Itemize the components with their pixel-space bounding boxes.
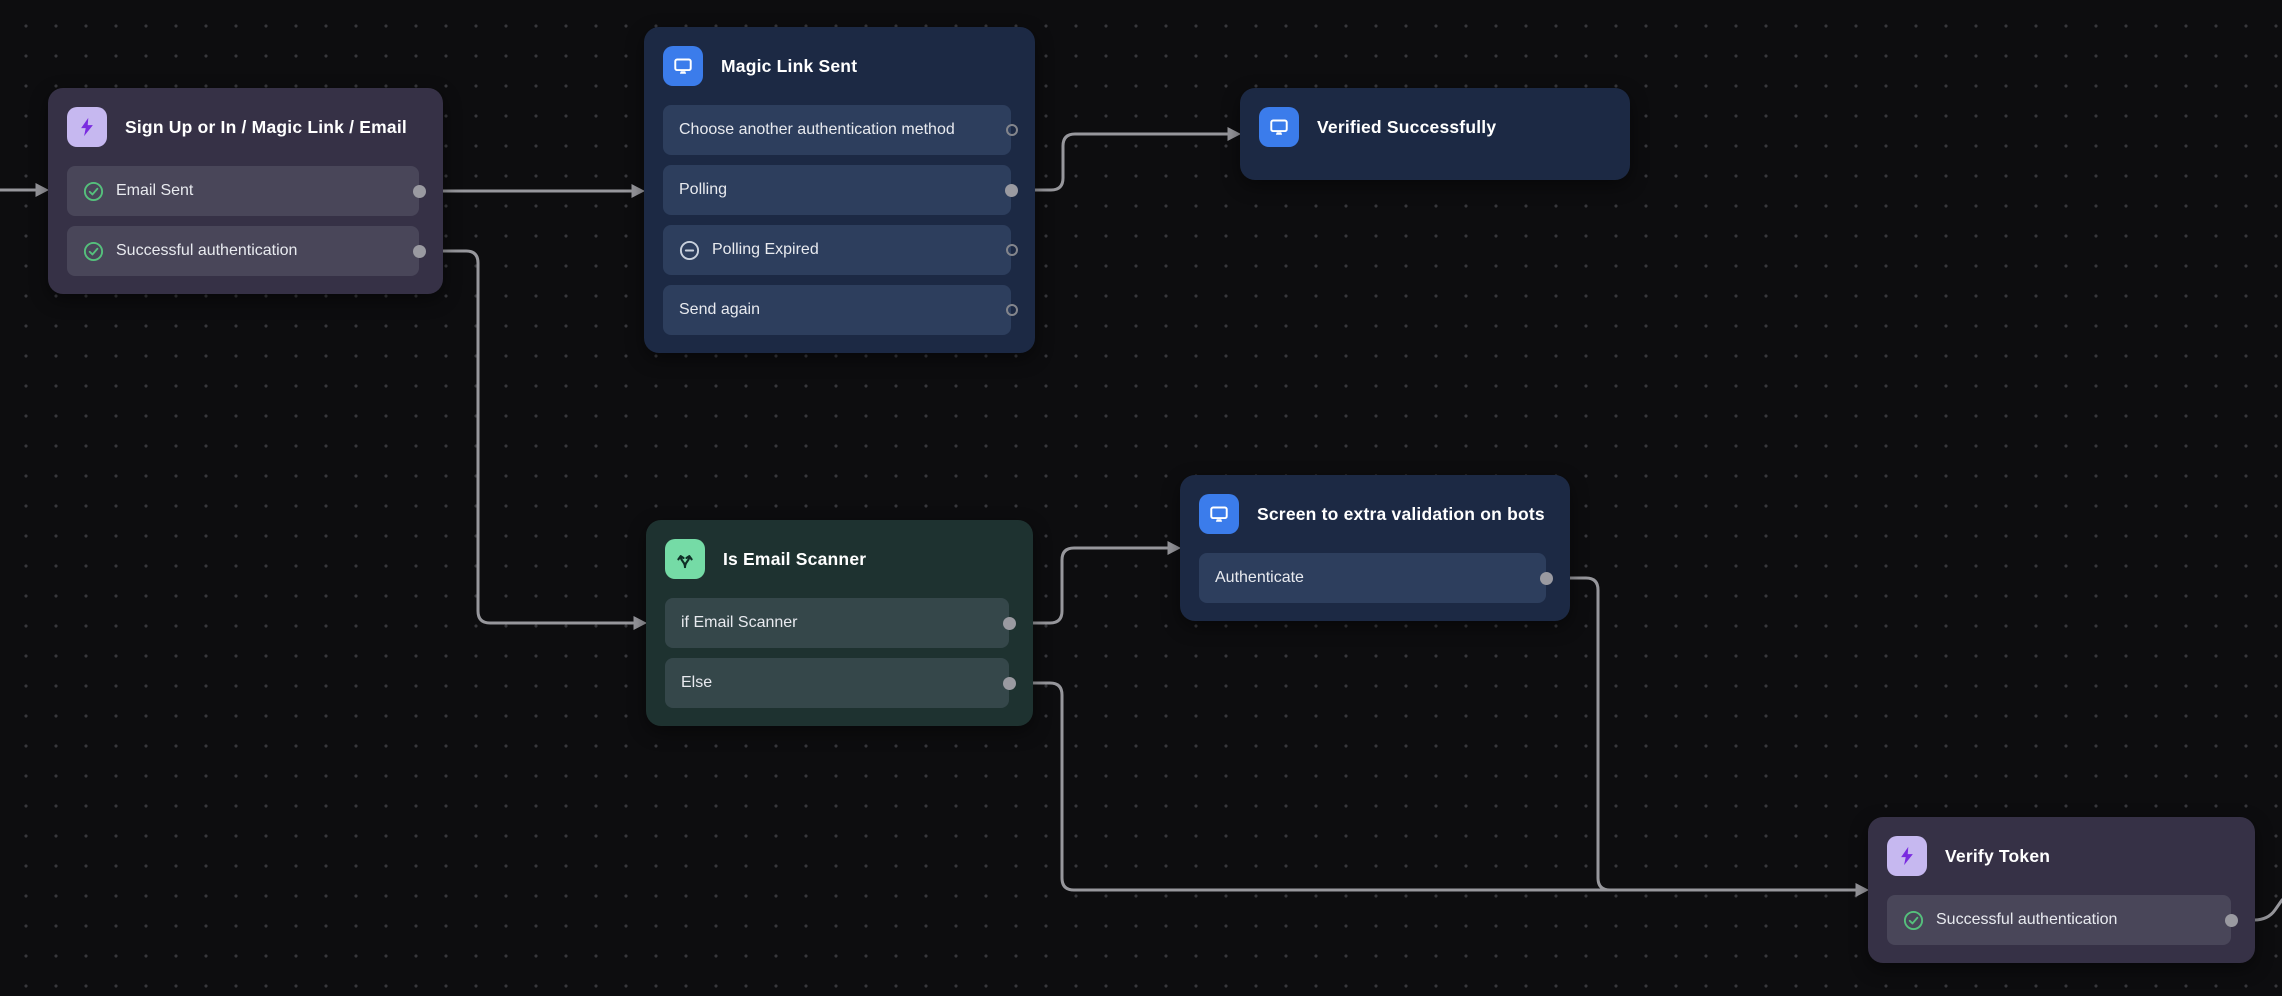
screen-icon (663, 46, 703, 86)
item-label: Else (681, 674, 713, 691)
node-title: Sign Up or In / Magic Link / Email (125, 116, 407, 137)
output-port[interactable] (1006, 123, 1018, 136)
output-port[interactable] (413, 184, 426, 198)
output-port[interactable] (1006, 303, 1018, 316)
flow-node-verified-successfully[interactable]: Verified Successfully (1240, 88, 1630, 180)
node-item[interactable]: if Email Scanner (665, 598, 1016, 648)
node-header: Screen to extra validation on bots (1199, 494, 1546, 534)
flow-node-magic-link-sent[interactable]: Magic Link Sent Choose another authentic… (644, 27, 1035, 353)
lightning-bolt-icon (1887, 836, 1927, 876)
node-title: Verified Successfully (1317, 116, 1497, 137)
item-label: Successful authentication (116, 242, 298, 259)
item-label: Send again (679, 301, 760, 318)
check-circle-icon (83, 241, 104, 262)
node-item[interactable]: Email Sent (67, 166, 426, 216)
node-item[interactable]: Else (665, 658, 1016, 708)
arrowhead (35, 183, 49, 197)
output-port[interactable] (1540, 571, 1553, 585)
node-item[interactable]: Authenticate (1199, 553, 1553, 603)
arrowhead (1167, 541, 1181, 555)
item-label: Choose another authentication method (679, 121, 955, 138)
arrowhead (1227, 127, 1241, 141)
edge-polling-to-verified[interactable] (1009, 132, 1229, 192)
flow-node-is-email-scanner[interactable]: Is Email Scanner if Email Scanner Else (646, 520, 1033, 726)
screen-icon (1259, 107, 1299, 147)
arrowhead (631, 184, 645, 198)
node-title: Verify Token (1945, 845, 2051, 866)
edge-if-scanner-to-screen[interactable] (1007, 546, 1169, 625)
item-label: Email Sent (116, 182, 194, 199)
node-item[interactable]: Polling (663, 165, 1018, 215)
item-label: Polling (679, 181, 728, 198)
screen-icon (1199, 494, 1239, 534)
node-header: Is Email Scanner (665, 539, 1009, 579)
node-header: Verified Successfully (1259, 107, 1606, 147)
arrowhead (1855, 883, 1869, 897)
node-header: Verify Token (1887, 836, 2231, 876)
output-port[interactable] (2225, 913, 2238, 927)
node-title: Screen to extra validation on bots (1257, 503, 1545, 524)
item-label: if Email Scanner (681, 614, 798, 631)
check-circle-icon (83, 181, 104, 202)
node-item[interactable]: Polling Expired (663, 225, 1018, 275)
edge-else-to-verify-token[interactable] (1007, 681, 1857, 892)
flow-node-verify-token[interactable]: Verify Token Successful authentication (1868, 817, 2255, 963)
node-header: Sign Up or In / Magic Link / Email (67, 107, 419, 147)
node-title: Is Email Scanner (723, 548, 867, 569)
node-item[interactable]: Choose another authentication method (663, 105, 1018, 155)
arrowhead (633, 616, 647, 630)
node-header: Magic Link Sent (663, 46, 1011, 86)
lightning-bolt-icon (67, 107, 107, 147)
node-item[interactable]: Successful authentication (67, 226, 426, 276)
check-circle-icon (1903, 910, 1924, 931)
minus-circle-icon (679, 240, 700, 261)
item-label: Authenticate (1215, 569, 1304, 586)
item-label: Successful authentication (1936, 911, 2118, 928)
item-label: Polling Expired (712, 241, 819, 258)
edge-authenticate-to-verify-token[interactable] (1544, 576, 1857, 892)
output-port[interactable] (1003, 616, 1016, 630)
node-title: Magic Link Sent (721, 55, 858, 76)
output-port[interactable] (413, 244, 426, 258)
output-port[interactable] (1005, 183, 1018, 197)
flow-node-sign-up-or-in[interactable]: Sign Up or In / Magic Link / Email Email… (48, 88, 443, 294)
node-item[interactable]: Successful authentication (1887, 895, 2238, 945)
node-item[interactable]: Send again (663, 285, 1018, 335)
branch-icon (665, 539, 705, 579)
output-port[interactable] (1003, 676, 1016, 690)
flow-node-screen-extra-validation[interactable]: Screen to extra validation on bots Authe… (1180, 475, 1570, 621)
edge-success-to-scanner[interactable] (417, 249, 635, 625)
output-port[interactable] (1006, 243, 1018, 256)
